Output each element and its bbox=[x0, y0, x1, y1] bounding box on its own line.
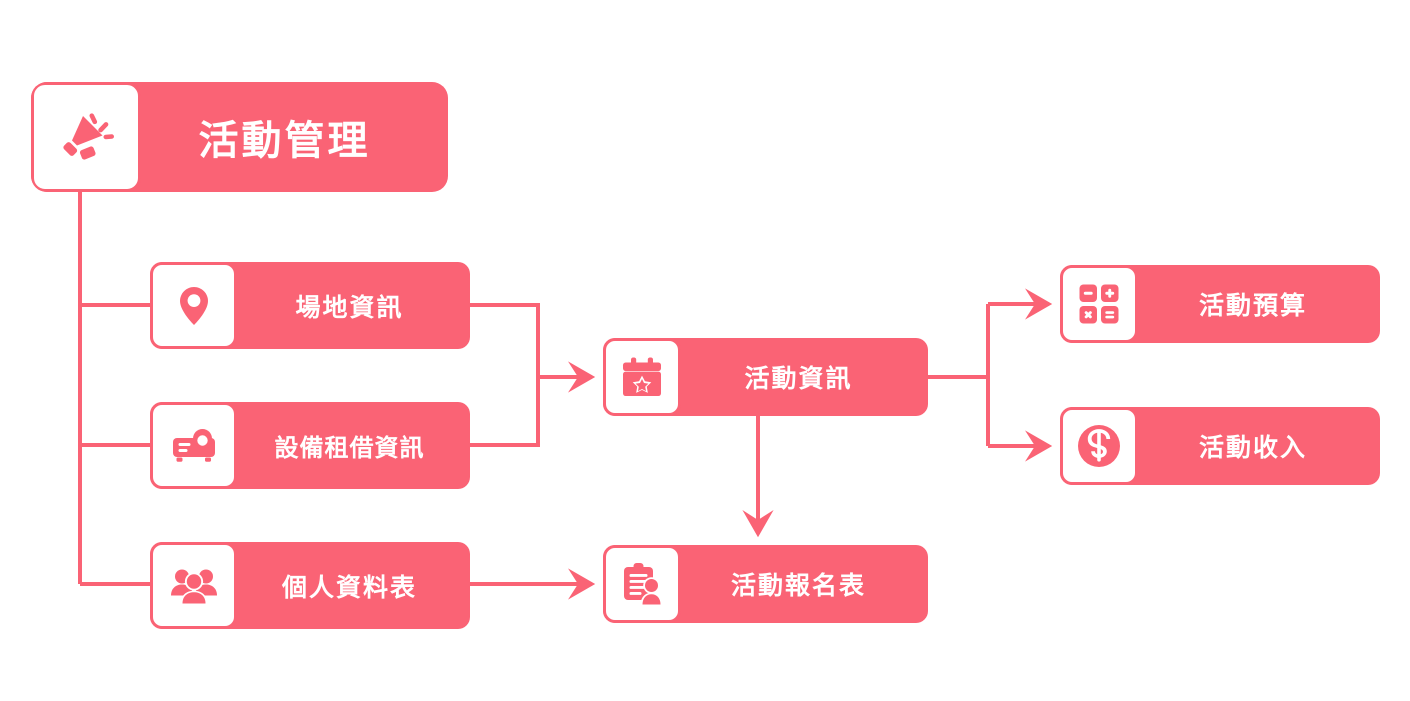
node-label: 設備租借資訊 bbox=[274, 435, 425, 462]
node-activity-info[interactable]: 活動資訊 bbox=[603, 338, 928, 416]
node-activity-income[interactable]: 活動收入 bbox=[1060, 407, 1380, 485]
node-equipment-rental-info[interactable]: 設備租借資訊 bbox=[150, 402, 470, 489]
location-pin-icon bbox=[179, 286, 208, 325]
projector-icon bbox=[172, 428, 215, 462]
clipboard-person-icon-box bbox=[603, 545, 681, 623]
node-label: 活動資訊 bbox=[744, 365, 853, 393]
megaphone-icon-box bbox=[31, 82, 141, 192]
users-group-icon bbox=[170, 569, 217, 604]
edge-venue-merge bbox=[470, 303, 540, 377]
node-activity-signup-form[interactable]: 活動報名表 bbox=[603, 545, 928, 623]
node-label: 場地資訊 bbox=[295, 293, 404, 322]
node-label: 活動管理 bbox=[198, 119, 371, 163]
location-pin-icon-box bbox=[150, 262, 237, 349]
node-label: 活動報名表 bbox=[730, 572, 866, 600]
node-label: 活動收入 bbox=[1198, 434, 1307, 462]
node-activity-budget[interactable]: 活動預算 bbox=[1060, 265, 1380, 343]
calculator-icon-box bbox=[1060, 265, 1138, 343]
node-personal-profile-form[interactable]: 個人資料表 bbox=[150, 542, 470, 629]
edge-equipment-merge bbox=[470, 377, 540, 447]
calendar-star-icon bbox=[623, 357, 661, 396]
node-label: 活動預算 bbox=[1198, 292, 1307, 320]
clipboard-person-icon bbox=[624, 563, 663, 605]
calendar-star-icon-box bbox=[603, 338, 681, 416]
dollar-circle-icon-box bbox=[1060, 407, 1138, 485]
node-label: 個人資料表 bbox=[281, 573, 417, 602]
node-venue-info[interactable]: 場地資訊 bbox=[150, 262, 470, 349]
calculator-icon bbox=[1079, 284, 1119, 324]
dollar-circle-icon bbox=[1078, 425, 1120, 467]
users-group-icon-box bbox=[150, 542, 237, 629]
projector-icon-box bbox=[150, 402, 237, 489]
node-activity-management[interactable]: 活動管理 bbox=[31, 82, 448, 192]
megaphone-icon bbox=[63, 113, 114, 160]
